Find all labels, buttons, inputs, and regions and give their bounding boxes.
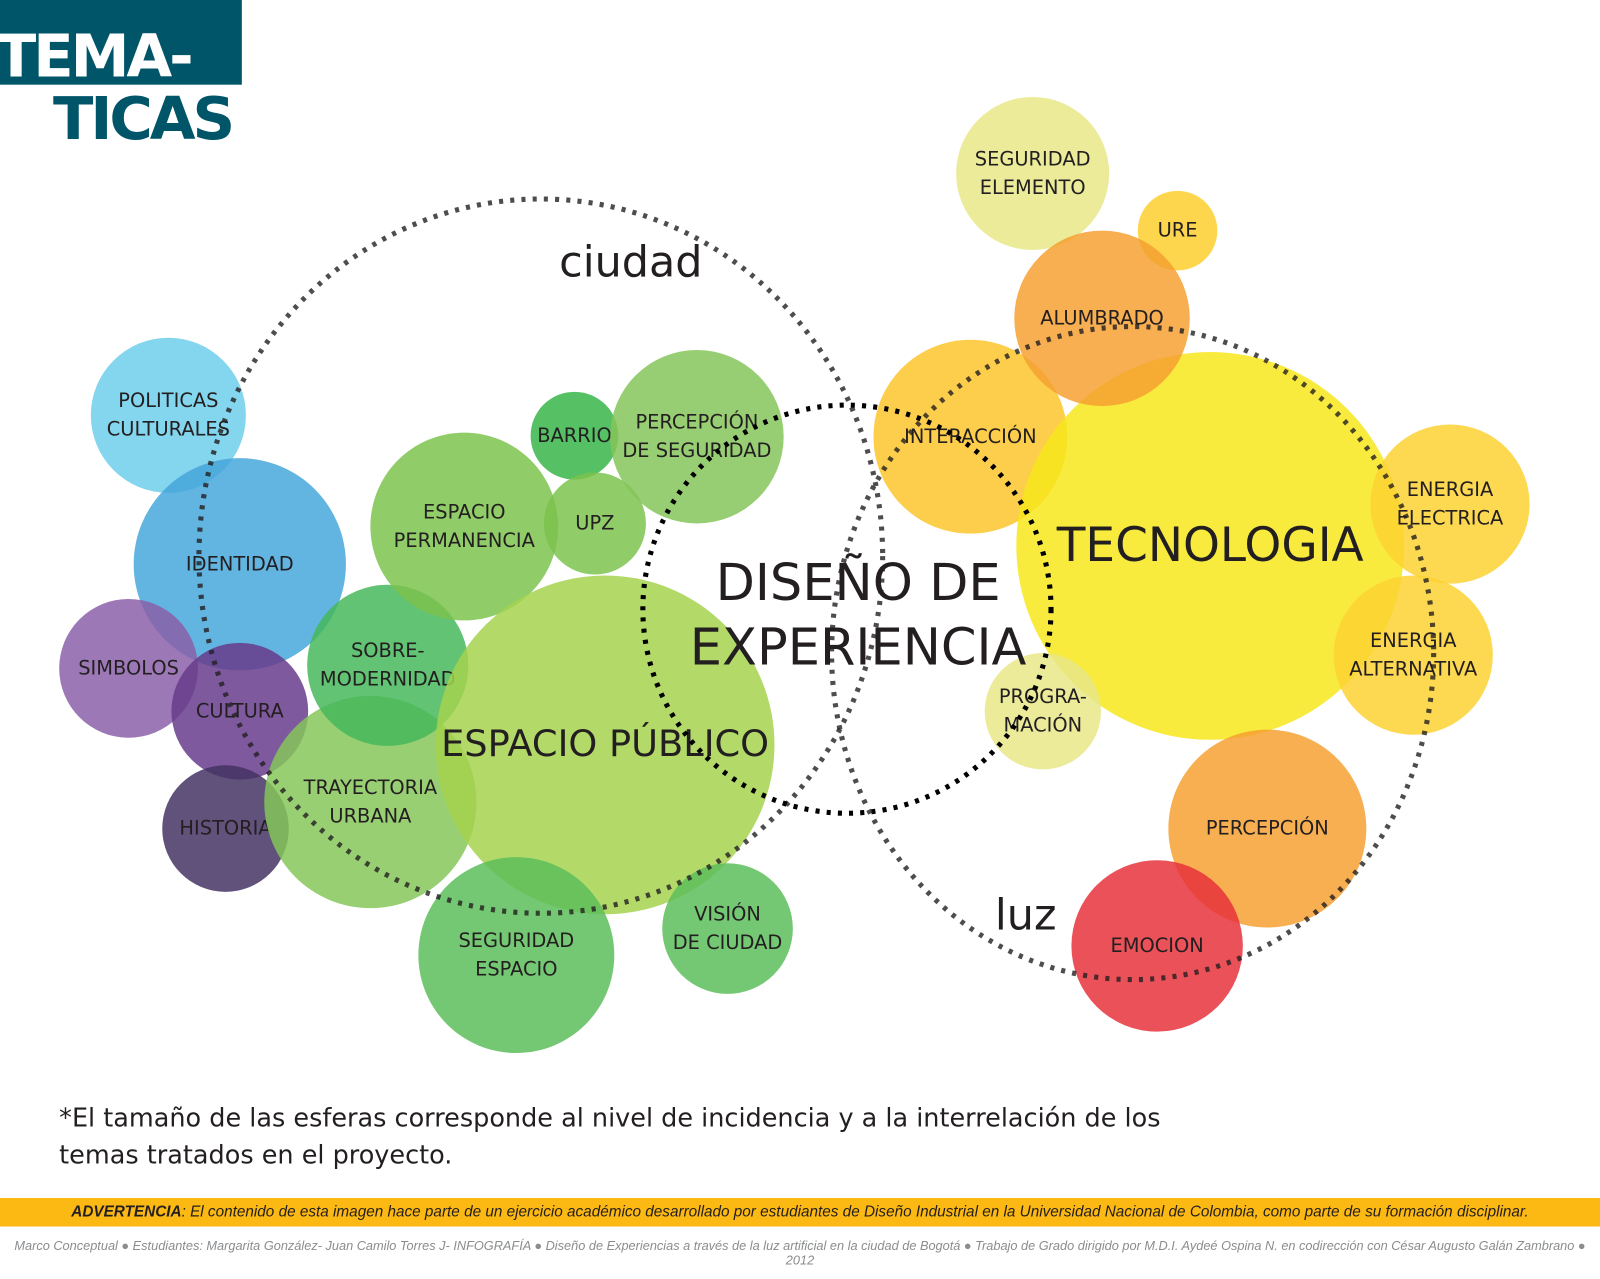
bubble-label: SEGURIDAD ELEMENTO <box>974 147 1091 199</box>
bubble-label: ESPACIO PERMANENCIA <box>393 500 535 553</box>
ring-ciudad <box>196 196 886 916</box>
warning-title: ADVERTENCIA <box>71 1203 182 1221</box>
bubble-label: PERCEPCIÓN <box>1205 817 1329 840</box>
ring-luz <box>829 323 1437 983</box>
label-luz: luz <box>994 889 1057 940</box>
bubble-label: IDENTIDAD <box>185 552 294 576</box>
bubble-label: SIMBOLOS <box>78 656 179 680</box>
warning-text: : El contenido de esta imagen hace parte… <box>181 1203 1529 1221</box>
bubble-label: SEGURIDAD ESPACIO <box>458 929 575 981</box>
bubble-label: SOBRE- MODERNIDAD <box>319 639 456 691</box>
bubble-simbolos: SIMBOLOS <box>59 598 198 738</box>
bubble-label: POLITICAS CULTURALES <box>106 389 230 441</box>
bubble-label: VISIÓN DE CIUDAD <box>672 902 783 955</box>
bubble-energia-alternativa: ENERGIA ALTERNATIVA <box>1333 575 1493 735</box>
header-box <box>0 0 242 85</box>
bubble-label: ALUMBRADO <box>1040 306 1164 330</box>
bubble-label: PERCEPCIÓN DE SEGURIDAD <box>622 410 772 463</box>
ring-diseno <box>640 402 1054 816</box>
bubble-label: INTERACCIÓN <box>904 425 1037 448</box>
bubble-energia-electrica: ENERGIA ELECTRICA <box>1370 424 1530 584</box>
footnote: *El tamaño de las esferas corresponde al… <box>59 1103 1161 1170</box>
title-line-1: TEMA- <box>0 21 194 91</box>
bubble-espacio-permanencia: ESPACIO PERMANENCIA <box>370 432 559 621</box>
label-diseno-experiencia: DISEÑO DE EXPERIENCIA <box>689 553 1027 677</box>
title-line-2: TICAS <box>53 83 235 154</box>
bubble-label: TRAYECTORIA URBANA <box>303 776 438 828</box>
bubble-visión-de-ciudad: VISIÓN DE CIUDAD <box>662 863 793 994</box>
bubble-label: URE <box>1157 219 1198 242</box>
bubble-label: PROGRA- MACIÓN <box>998 685 1087 737</box>
bubble-label: EMOCION <box>1110 934 1204 957</box>
bubble-progra-mación: PROGRA- MACIÓN <box>984 653 1102 770</box>
bubble-percepción: PERCEPCIÓN <box>1168 729 1367 928</box>
bubble-alumbrado: ALUMBRADO <box>1014 230 1190 407</box>
credits: Marco Conceptual ● Estudiantes: Margarit… <box>14 1238 1586 1268</box>
bubble-barrio: BARRIO <box>530 391 619 480</box>
bubble-espacio-público: ESPACIO PÚBLICO <box>435 575 775 915</box>
bubble-label: UPZ <box>575 511 615 535</box>
bubble-seguridad-elemento: SEGURIDAD ELEMENTO <box>956 96 1110 250</box>
bubble-label: CULTURA <box>195 699 284 723</box>
warning-banner: ADVERTENCIA: El contenido de esta imagen… <box>0 1197 1600 1227</box>
bubble-percepción-de-seguridad: PERCEPCIÓN DE SEGURIDAD <box>610 349 784 524</box>
label-ciudad: ciudad <box>559 236 703 287</box>
bubble-label: HISTORIA <box>179 817 272 840</box>
bubble-label: ENERGIA ELECTRICA <box>1396 478 1504 530</box>
bubble-label: BARRIO <box>537 424 612 447</box>
bubble-seguridad-espacio: SEGURIDAD ESPACIO <box>418 857 615 1054</box>
bubble-emocion: EMOCION <box>1071 860 1243 1032</box>
bubble-label: TECNOLOGIA <box>1056 517 1364 573</box>
bubble-label: ESPACIO PÚBLICO <box>441 723 770 766</box>
